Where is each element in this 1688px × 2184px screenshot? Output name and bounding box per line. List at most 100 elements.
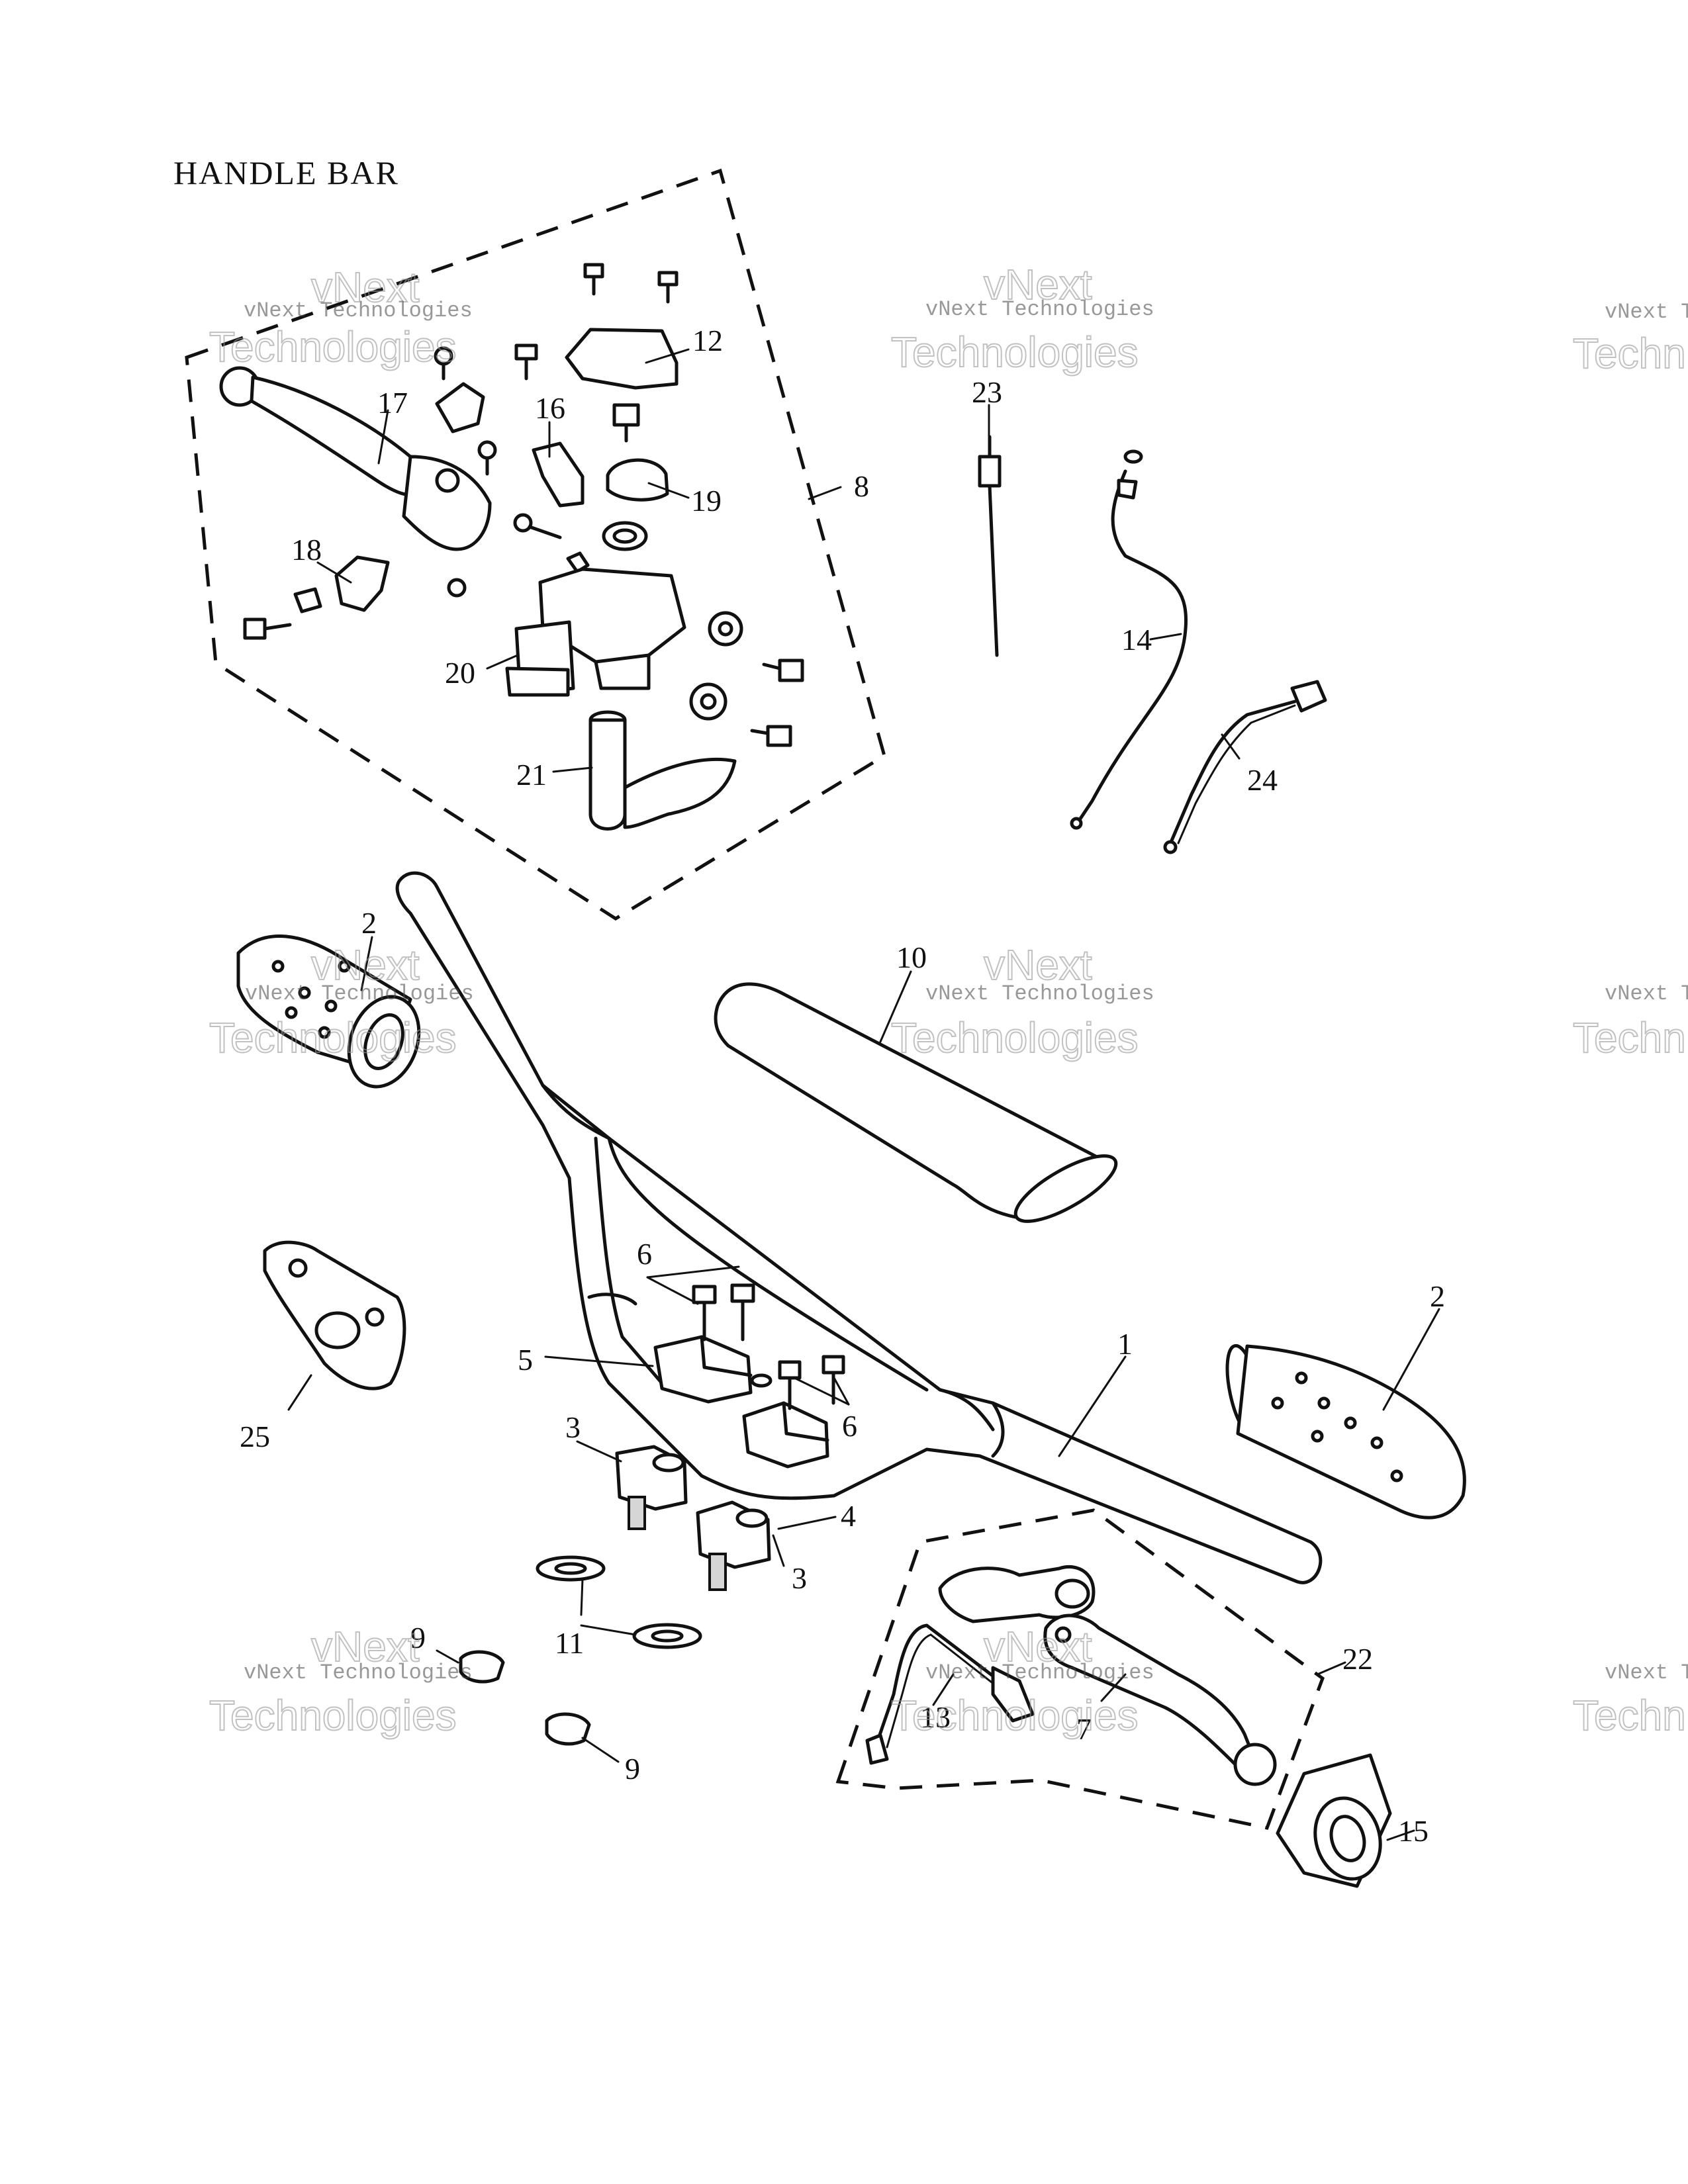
clamp-19	[606, 458, 669, 502]
callout-11: 11	[555, 1626, 584, 1660]
svg-text:vNext: vNext	[311, 941, 420, 989]
callout-9-top: 9	[410, 1621, 426, 1655]
left-grip-2[interactable]	[236, 934, 431, 1097]
bolt-6-a	[692, 1285, 717, 1342]
callout-20: 20	[445, 656, 475, 690]
handlebar-pad-10	[714, 982, 1118, 1223]
svg-text:vNext: vNext	[984, 1623, 1092, 1670]
callout-6-top: 6	[637, 1237, 652, 1271]
callout-15: 15	[1398, 1814, 1429, 1848]
svg-text:vNext Technologies: vNext Technologies	[245, 981, 474, 1006]
svg-text:Techn: Techn	[1573, 1692, 1686, 1739]
svg-text:Technologies: Technologies	[891, 328, 1139, 376]
callout-8: 8	[854, 469, 869, 503]
callout-17: 17	[377, 386, 408, 420]
callout-16: 16	[535, 391, 565, 425]
svg-text:vNext Te: vNext Te	[1605, 1661, 1688, 1685]
callout-2-left: 2	[361, 906, 377, 940]
bolt-18	[243, 617, 292, 640]
callout-1: 1	[1117, 1327, 1133, 1361]
callout-2-right: 2	[1430, 1279, 1445, 1313]
nut-9a	[459, 1650, 505, 1684]
watermark-mid-right: vNext Te Techn	[1572, 981, 1688, 1062]
master-cylinder-housing-20[interactable]	[505, 567, 686, 697]
watermark-top-middle: vNext vNext Technologies Technologies	[890, 260, 1154, 377]
upper-clamp-5	[653, 1335, 773, 1404]
washer-right-2	[689, 682, 727, 721]
svg-text:vNext: vNext	[311, 263, 420, 311]
adjuster-bolt	[612, 403, 640, 443]
svg-text:Technologies: Technologies	[891, 1692, 1139, 1739]
watermark-top-right: vNext Te Techn	[1572, 300, 1688, 378]
diagram-title: HANDLE BAR	[173, 154, 399, 191]
nut-small	[447, 578, 467, 598]
throttle-cable-14	[1070, 449, 1188, 830]
bolt-6-b	[730, 1283, 755, 1342]
screw-top-right	[657, 271, 679, 304]
callout-9-bottom: 9	[625, 1752, 640, 1786]
brake-lever-17[interactable]	[219, 366, 492, 551]
watermark-mid-middle: vNext vNext Technologies Technologies	[890, 940, 1154, 1062]
callout-6-bottom: 6	[842, 1409, 857, 1443]
svg-text:vNext: vNext	[984, 261, 1092, 308]
callout-21: 21	[516, 758, 547, 792]
callout-10: 10	[896, 940, 927, 974]
leader-lines	[287, 348, 1440, 1841]
watermark-bottom-middle: vNext vNext Technologies Technologies	[890, 1622, 1154, 1740]
callout-3-left: 3	[565, 1410, 581, 1444]
svg-text:Technologies: Technologies	[891, 1014, 1139, 1062]
callout-24: 24	[1247, 763, 1278, 797]
plate-25	[263, 1240, 406, 1390]
upper-clamp-5b	[742, 1401, 829, 1469]
svg-text:vNext Te: vNext Te	[1605, 300, 1688, 324]
switch-wire-13	[865, 1623, 1035, 1765]
lower-holder-3a	[615, 1445, 688, 1530]
screw-mid	[514, 343, 538, 381]
callout-19: 19	[691, 484, 722, 518]
svg-text:Technologies: Technologies	[209, 1692, 457, 1739]
bolt-right-1	[762, 659, 804, 682]
assembly-outline-8	[185, 168, 886, 921]
bolt-right-2	[750, 725, 792, 747]
svg-text:vNext Technologies: vNext Technologies	[925, 297, 1154, 322]
watermark-top-left: vNext vNext Technologies Technologies	[209, 263, 473, 371]
svg-text:vNext: vNext	[311, 1623, 420, 1670]
bracket-plate	[435, 382, 485, 433]
callout-18: 18	[291, 533, 322, 567]
callout-5: 5	[518, 1343, 533, 1377]
svg-text:vNext: vNext	[984, 941, 1092, 989]
svg-text:vNext Technologies: vNext Technologies	[244, 298, 473, 323]
right-grip-2[interactable]	[1221, 1343, 1466, 1520]
callout-14: 14	[1121, 623, 1152, 657]
bolt-6-c	[778, 1360, 802, 1410]
svg-text:vNext Technologies: vNext Technologies	[925, 981, 1154, 1006]
assembly-outline-22	[835, 1508, 1325, 1830]
callout-7: 7	[1076, 1712, 1092, 1746]
bracket-16	[532, 441, 585, 508]
callout-3-right: 3	[792, 1561, 807, 1595]
svg-text:Techn: Techn	[1573, 330, 1686, 377]
watermark-mid-left: vNext vNext Technologies Technologies	[209, 940, 474, 1062]
washer-11a	[536, 1555, 606, 1582]
svg-text:Technologies: Technologies	[209, 1014, 457, 1062]
svg-text:Technologies: Technologies	[209, 323, 457, 371]
switch-cover-12	[565, 328, 679, 390]
watermark-bottom-right: vNext Te Techn	[1572, 1661, 1688, 1740]
bolt-long	[513, 513, 562, 539]
svg-text:vNext Technologies: vNext Technologies	[925, 1661, 1154, 1685]
callout-22: 22	[1342, 1642, 1373, 1676]
handlebar-tube-1[interactable]	[395, 871, 1323, 1584]
ring	[602, 521, 648, 551]
callout-13: 13	[920, 1700, 951, 1734]
throttle-grip-15[interactable]	[1276, 1753, 1392, 1888]
nut-top	[566, 551, 590, 574]
cable-23	[978, 435, 1002, 657]
lever-holder-22	[938, 1565, 1096, 1623]
clutch-lever-7[interactable]	[1043, 1614, 1277, 1786]
svg-text:Techn: Techn	[1573, 1014, 1686, 1062]
callout-labels: 12 17 16 19 8 18 20 21 23 14 24 2 10 6 5…	[240, 324, 1445, 1848]
screw-left-middle	[477, 440, 497, 476]
lever-bracket-21	[588, 710, 737, 831]
washer-11b	[632, 1623, 702, 1649]
